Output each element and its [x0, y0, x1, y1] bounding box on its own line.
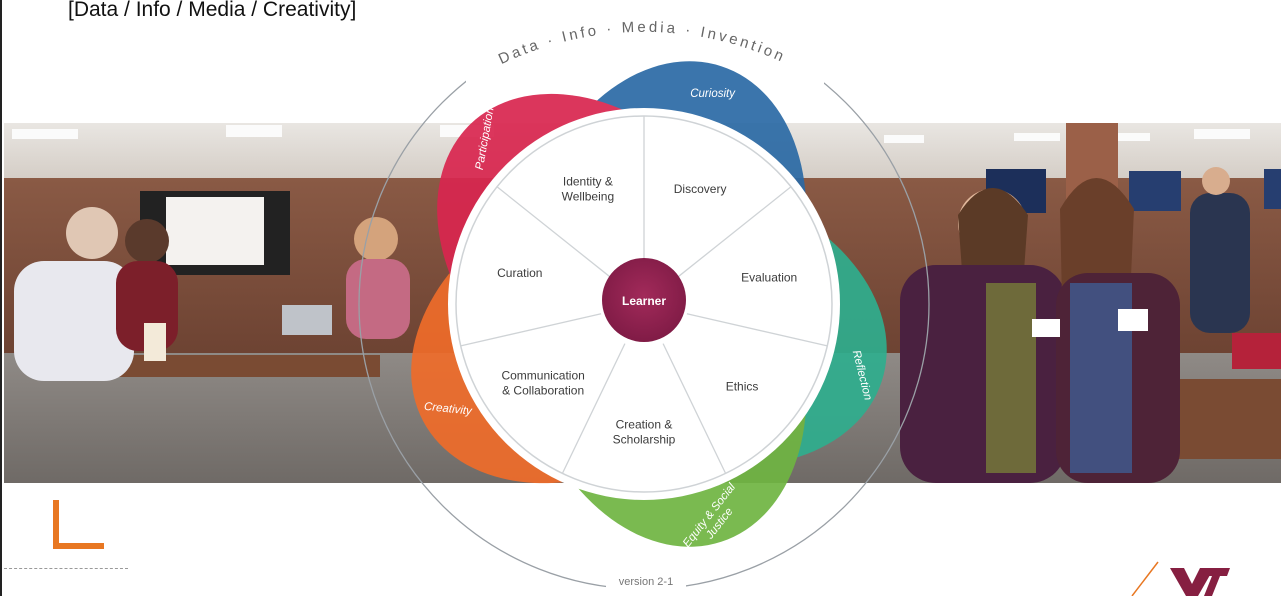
version-label: version 2-1 — [619, 576, 673, 588]
segment-divider — [460, 313, 602, 347]
petal-label: Curiosity — [690, 88, 736, 100]
segment-label: Creation &Scholarship — [613, 418, 676, 447]
segment-divider — [561, 343, 626, 474]
segment-label: Curation — [497, 266, 542, 280]
vt-logo — [1131, 561, 1230, 596]
segment-label: Ethics — [726, 379, 759, 393]
framework-diagram: version 2-1 Data · Info · Media · Invent… — [344, 4, 930, 596]
segment-divider — [662, 343, 727, 474]
segment-label: Communication& Collaboration — [501, 368, 584, 397]
segment-divider — [677, 186, 792, 278]
segment-label: Evaluation — [741, 270, 797, 284]
slide-title: [Data / Info / Media / Creativity] — [68, 0, 357, 21]
segment-label: Discovery — [674, 182, 727, 196]
segment-divider — [496, 186, 611, 278]
left-rule — [0, 0, 2, 596]
petal-label: Creativity — [423, 401, 473, 418]
corner-bracket-icon — [53, 500, 104, 549]
segment-label: Identity &Wellbeing — [562, 174, 614, 203]
footer-rule — [4, 568, 128, 569]
learner-center — [602, 258, 686, 342]
segment-divider — [686, 313, 828, 347]
center-label: Learner — [622, 294, 666, 308]
